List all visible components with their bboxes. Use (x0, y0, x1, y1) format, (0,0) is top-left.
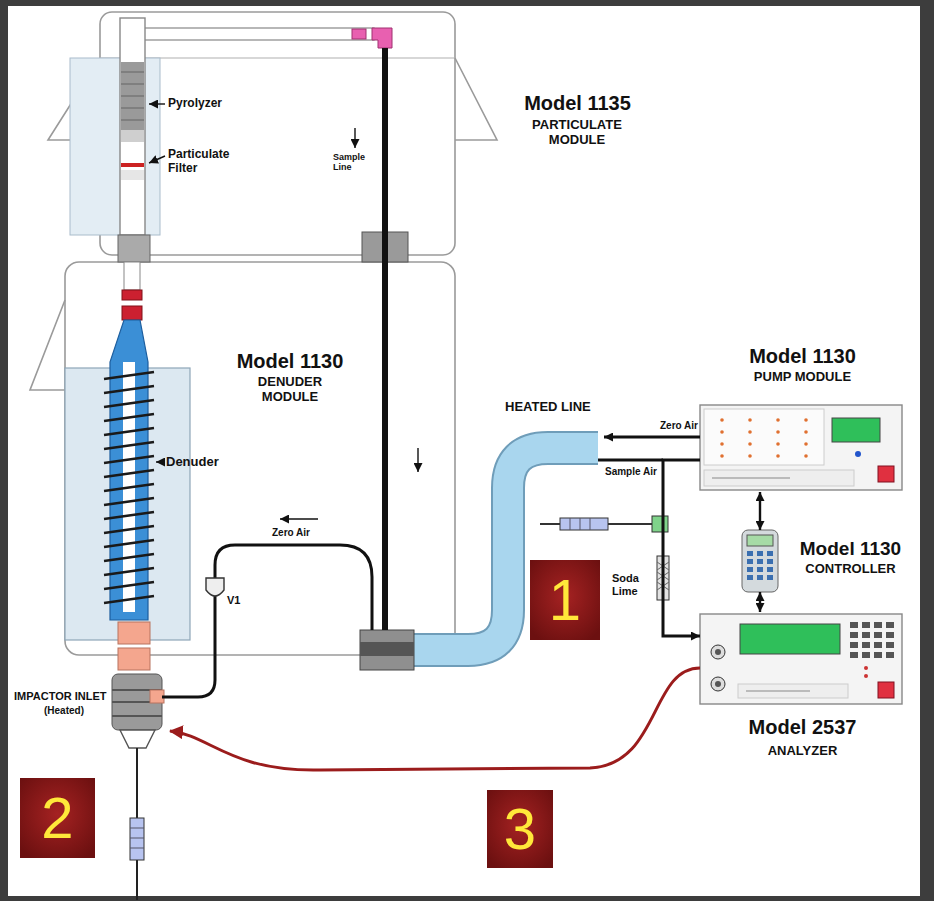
flow-label: Zero Air (272, 527, 310, 539)
tee-fitting (652, 516, 668, 532)
elbow-fitting (372, 28, 392, 48)
callout-box (20, 778, 95, 858)
instrument-box: Model 2537ANALYZER (700, 612, 907, 770)
part-label: Denuder (166, 455, 219, 470)
background (8, 6, 920, 896)
heater-coil (104, 372, 154, 603)
analyzer-panel (700, 614, 902, 704)
callout-number: 3 (487, 800, 553, 858)
filter-disc (121, 163, 144, 167)
fitting (118, 622, 150, 644)
sample-air-line (663, 460, 700, 636)
module-subtitle: PARTICULATE MODULE (522, 118, 632, 148)
handheld-controller: Model 1130CONTROLLER (735, 530, 922, 592)
zero-air-line (604, 436, 700, 439)
callout-number: 1 (530, 571, 600, 629)
pointer-arrow (170, 668, 700, 770)
module-heading: Model 1130 (700, 345, 905, 368)
syringe (560, 518, 608, 530)
controller-device (742, 530, 778, 592)
sample-tube (382, 48, 388, 630)
module-subtitle: ANALYZER (700, 744, 905, 759)
callout-box (530, 560, 600, 640)
module-heading: Model 2537 (700, 716, 905, 739)
display (832, 418, 880, 442)
line-label: Sample Line (333, 152, 373, 173)
valve-label: V1 (227, 594, 240, 607)
syringe (130, 818, 144, 860)
zero-air-tube (162, 545, 372, 697)
part-label: Particulate Filter (168, 148, 243, 176)
coupler (122, 290, 142, 300)
line-label: HEATED LINE (505, 400, 591, 415)
part-label: Soda Lime (612, 572, 656, 597)
power-button (878, 682, 894, 698)
part-label: IMPACTOR INLET (14, 690, 106, 703)
pipe (132, 28, 374, 40)
part-label: Pyrolyzer (168, 97, 222, 111)
flow-label: Sample Air (605, 466, 657, 478)
callout-box (487, 790, 553, 868)
sample-air-line (598, 459, 663, 462)
module-heading: Model 1130 (781, 538, 920, 560)
coupler (118, 235, 150, 262)
module-heading: Model 1130 (200, 350, 380, 373)
mount-panel (70, 58, 160, 235)
callout-number: 2 (20, 789, 95, 847)
module-heading: Model 1135 (500, 92, 655, 115)
denuder-tube (110, 320, 148, 620)
display (740, 624, 840, 654)
pyrolyzer-tube (120, 18, 145, 235)
module-housing (65, 262, 455, 655)
part-label: (Heated) (44, 705, 84, 717)
pyrolyzer-core (121, 62, 144, 130)
module-subtitle: PUMP MODULE (700, 370, 905, 385)
module-enclosure: Model 1130DENUDER MODULE (65, 262, 455, 655)
flow-label: Zero Air (660, 420, 698, 432)
instrument-box: Model 1130PUMP MODULE (700, 343, 907, 492)
power-button (878, 466, 894, 482)
module-subtitle: CONTROLLER (781, 562, 920, 577)
control-link (759, 492, 761, 530)
module-subtitle: DENUDER MODULE (235, 375, 345, 405)
junction-block (360, 630, 414, 670)
module-flap (30, 300, 65, 390)
module-flap (455, 58, 497, 140)
fitting (352, 29, 366, 39)
control-link (759, 592, 761, 612)
valve (206, 578, 224, 596)
pump-panel (700, 405, 902, 490)
module-enclosure: Model 1135PARTICULATE MODULE (100, 12, 657, 255)
